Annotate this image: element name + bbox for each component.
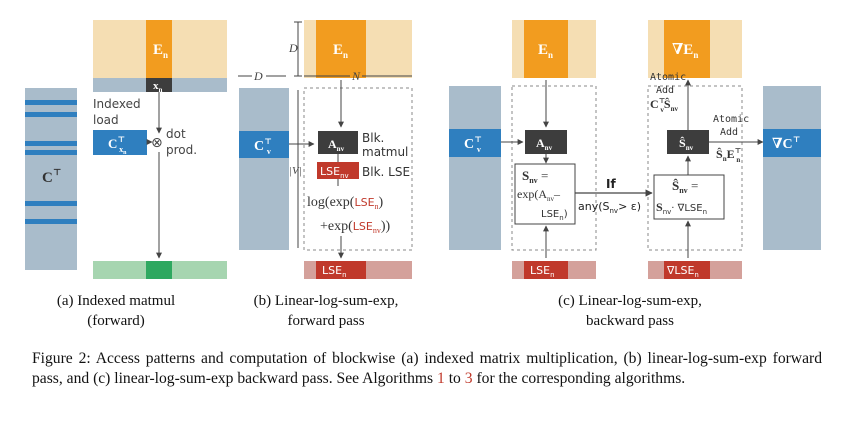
panel-a-c-block xyxy=(25,88,77,270)
panel-b-dashed-box xyxy=(303,87,413,251)
panel-c-s-expr-1: exp(Anv– xyxy=(517,187,561,203)
panel-c-shat-chip-label: Ŝnv xyxy=(679,136,694,152)
panel-c-dashed-right xyxy=(647,85,743,251)
panel-a-e-label: En xyxy=(153,42,168,60)
panel-c-gradlse-label: ∇LSEn xyxy=(666,264,699,279)
panel-b-blk-matmul-1: Blk. xyxy=(362,131,384,145)
panel-c-dashed-left xyxy=(511,85,597,251)
panel-c-c-highlight xyxy=(449,129,501,157)
panel-a: En xn C⊤ C⊤xn Indexed load ⊗ dot prod. (… xyxy=(25,20,227,329)
panel-c-gradc-block xyxy=(763,86,821,250)
panel-c-caption-2: backward pass xyxy=(586,313,674,329)
panel-c-shat-chip xyxy=(667,130,709,154)
figure-caption-suffix: for the corresponding algorithms. xyxy=(472,370,686,387)
panel-c-gradc-label: ∇C⊤ xyxy=(772,135,800,152)
panel-c-atomic-top-2: Add xyxy=(656,85,674,96)
panel-c-s-box xyxy=(514,163,576,225)
panel-c: En ∇En C⊤v ∇C⊤ Anv Snv = exp(Anv– LSEn) … xyxy=(449,20,821,329)
panel-a-c-stripe-1 xyxy=(25,100,77,105)
panel-b-n-label: N xyxy=(351,69,361,83)
panel-b-c-highlight xyxy=(239,131,289,158)
panel-b-e-label: En xyxy=(333,42,348,60)
panel-a-otimes: ⊗ xyxy=(151,135,163,151)
panel-b-d-label-2: D xyxy=(253,69,263,83)
panel-a-c-stripe-3 xyxy=(25,141,77,146)
panel-a-c-stripe-5 xyxy=(25,201,77,206)
panel-c-a-label: Anv xyxy=(536,136,553,152)
panel-a-out-highlight xyxy=(146,261,172,279)
panel-b-exp-expr: +exp(LSEnv)) xyxy=(320,219,391,235)
panel-c-atomic-top-1: Atomic xyxy=(650,72,686,83)
panel-b-e-highlight xyxy=(316,20,366,78)
panel-b-out-label: LSEn xyxy=(322,264,347,279)
panel-c-s-label: Snv = xyxy=(522,168,548,185)
figure-caption: Figure 2: Access patterns and computatio… xyxy=(32,349,822,389)
panel-c-e-label: En xyxy=(538,42,553,60)
panel-b: En D D N C⊤v |V| Anv Blk. matmul LSEnv B… xyxy=(238,20,413,329)
panel-b-a-chip xyxy=(318,131,358,154)
panel-b-log-expr: log(exp(LSEn) xyxy=(307,195,384,211)
panel-c-atomic-right-expr: ŜnE⊤n xyxy=(716,147,741,164)
panel-c-gradlse-highlight xyxy=(664,261,710,279)
panel-c-gradc-highlight xyxy=(763,129,821,157)
panel-a-caption-2: (forward) xyxy=(87,313,144,329)
panel-a-c-stripe-2 xyxy=(25,112,77,117)
panel-a-c-label: C⊤ xyxy=(42,167,61,186)
panel-b-c-block xyxy=(239,88,289,250)
panel-a-c-stripe-6 xyxy=(25,219,77,224)
panel-c-any-expr: any(Snv> ε) xyxy=(578,200,641,215)
panel-b-lse-nv-chip xyxy=(317,162,359,179)
panel-c-grade-highlight xyxy=(664,20,710,78)
panel-b-c-label: C⊤v xyxy=(254,137,272,156)
panel-b-caption-1: (b) Linear-log-sum-exp, xyxy=(254,293,399,309)
panel-b-a-label: Anv xyxy=(328,137,345,153)
figure-caption-mid: to xyxy=(444,370,465,387)
panel-a-e-highlight xyxy=(146,20,172,78)
panel-a-caption-1: (a) Indexed matmul xyxy=(57,293,175,309)
figure-caption-prefix: Figure 2: Access patterns and computatio… xyxy=(32,350,822,387)
panel-c-a-chip xyxy=(525,130,567,154)
panel-b-blk-lse: Blk. LSE xyxy=(362,165,410,179)
panel-c-grade-label: ∇En xyxy=(672,42,698,60)
panel-a-cx-label: C⊤xn xyxy=(108,135,127,156)
panel-c-lse-highlight xyxy=(524,261,568,279)
panel-a-x-highlight xyxy=(146,78,172,92)
panel-c-caption-1: (c) Linear-log-sum-exp, xyxy=(558,293,702,309)
panel-b-blk-matmul-2: matmul xyxy=(362,145,408,159)
panel-c-atomic-right-2: Add xyxy=(720,127,738,138)
panel-b-v-label: |V| xyxy=(289,165,302,177)
panel-c-lse-label: LSEn xyxy=(530,264,555,279)
algorithm-ref-3[interactable]: 3 xyxy=(464,370,473,387)
panel-b-out-highlight xyxy=(316,261,366,279)
algorithm-ref-1[interactable]: 1 xyxy=(437,370,445,387)
panel-b-d-label: D xyxy=(288,41,298,55)
panel-a-dot-1: dot xyxy=(166,127,186,141)
panel-b-lse-nv-label: LSEnv xyxy=(320,165,349,180)
panel-c-c-label: C⊤v xyxy=(464,135,482,154)
panel-c-atomic-top-expr: C⊤vŜnv xyxy=(650,97,678,114)
panel-b-caption-2: forward pass xyxy=(287,313,364,329)
panel-c-if-label: If xyxy=(606,177,616,191)
panel-a-indexed-load-2: load xyxy=(93,113,119,127)
panel-c-s-expr-2: LSEn) xyxy=(541,209,568,222)
panel-c-c-block xyxy=(449,86,501,250)
panel-c-e-highlight xyxy=(524,20,568,78)
panel-a-dot-2: prod. xyxy=(166,143,197,157)
panel-a-cx-block xyxy=(93,130,147,155)
panel-a-indexed-load-1: Indexed xyxy=(93,97,141,111)
panel-a-c-stripe-4 xyxy=(25,150,77,155)
panel-c-shat-label: Ŝnv = xyxy=(672,178,698,195)
panel-a-x-label: xn xyxy=(153,80,163,94)
panel-c-shat-expr: Snv· ∇LSEn xyxy=(656,200,707,216)
panel-c-shat-box xyxy=(653,174,725,220)
panel-c-atomic-right-1: Atomic xyxy=(713,114,749,125)
